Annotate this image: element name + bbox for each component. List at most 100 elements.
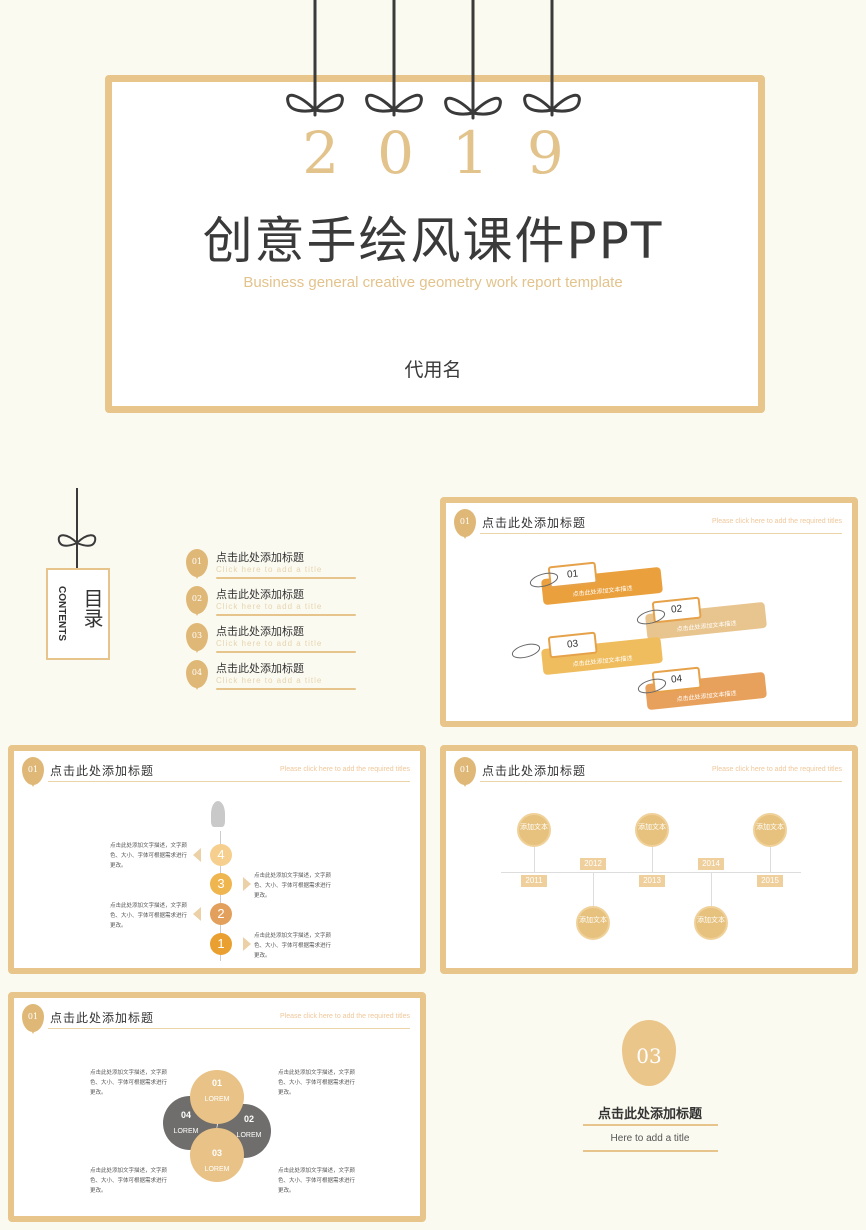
cover-year: 2019 bbox=[302, 119, 602, 187]
toc-title: 点击此处添加标题 bbox=[216, 588, 304, 601]
venn-desc: 点击此处添加文字描述，文字颜色、大小、字体可根据需求进行更改。 bbox=[278, 1168, 356, 1194]
toc-title: 点击此处添加标题 bbox=[216, 662, 304, 675]
divider bbox=[216, 688, 356, 690]
arrow-left-icon bbox=[193, 907, 201, 921]
arrow-right-icon bbox=[243, 877, 251, 891]
divider bbox=[48, 1028, 410, 1029]
venn-desc: 点击此处添加文字描述，文字颜色、大小、字体可根据需求进行更改。 bbox=[90, 1070, 168, 1096]
toc-en: Click here to add a title bbox=[216, 639, 323, 648]
arrow-right-icon bbox=[243, 937, 251, 951]
venn-number: 04 bbox=[180, 1110, 191, 1120]
slide-title-en: Please click here to add the required ti… bbox=[280, 766, 410, 773]
year-label: 2015 bbox=[757, 875, 783, 887]
step-desc: 点击此处添加文字描述，文字颜色、大小、字体可根据需求进行更改。 bbox=[254, 873, 332, 899]
divider bbox=[583, 1150, 718, 1152]
step-desc: 点击此处添加文字描述，文字颜色、大小、字体可根据需求进行更改。 bbox=[254, 933, 332, 959]
venn-number: 01 bbox=[211, 1078, 222, 1088]
year-label: 2012 bbox=[580, 858, 606, 870]
divider bbox=[216, 577, 356, 579]
toc-en: Click here to add a title bbox=[216, 565, 323, 574]
balloon-icon: 04 bbox=[186, 660, 208, 690]
slide-header: 01 点击此处添加标题 Please click here to add the r… bbox=[14, 998, 420, 1034]
balloon-icon: 01 bbox=[22, 757, 44, 787]
venn-label: LOREM bbox=[204, 1096, 230, 1103]
timeline-circle: 添加文本 bbox=[635, 813, 669, 847]
venn-label: LOREM bbox=[204, 1166, 230, 1173]
year-label: 2013 bbox=[639, 875, 665, 887]
toc-title: 点击此处添加标题 bbox=[216, 551, 304, 564]
toc-en: Click here to add a title bbox=[216, 676, 323, 685]
balloon-icon: 03 bbox=[186, 623, 208, 653]
tag-string-icon bbox=[57, 488, 97, 568]
connector bbox=[770, 846, 771, 872]
timeline-circle: 添加文本 bbox=[694, 906, 728, 940]
toc-title: 点击此处添加标题 bbox=[216, 625, 304, 638]
section-subtitle: Here to add a title bbox=[610, 1133, 690, 1144]
arrow-left-icon bbox=[193, 848, 201, 862]
timeline-circle: 添加文本 bbox=[517, 813, 551, 847]
slide-title-en: Please click here to add the required ti… bbox=[280, 1013, 410, 1020]
balloon-icon: 02 bbox=[186, 586, 208, 616]
paperclip-icons bbox=[511, 572, 667, 694]
venn-label: LOREM bbox=[173, 1128, 199, 1135]
slide-title: 点击此处添加标题 bbox=[50, 764, 155, 778]
contents-tag: 目录 CONTENTS bbox=[46, 568, 110, 660]
hanging-strings-icon bbox=[286, 0, 581, 120]
divider bbox=[480, 781, 842, 782]
divider bbox=[48, 781, 410, 782]
timeline-axis bbox=[501, 872, 801, 873]
balloon-icon: 01 bbox=[454, 509, 476, 539]
slide-title-en: Please click here to add the required ti… bbox=[712, 766, 842, 773]
divider bbox=[216, 651, 356, 653]
divider bbox=[583, 1124, 718, 1126]
step-2: 2 bbox=[210, 903, 232, 925]
connector bbox=[652, 846, 653, 872]
step-desc: 点击此处添加文字描述，文字颜色、大小、字体可根据需求进行更改。 bbox=[110, 843, 188, 869]
contents-tag-en: CONTENTS bbox=[56, 586, 67, 641]
slide-title: 点击此处添加标题 bbox=[482, 764, 587, 778]
venn-desc: 点击此处添加文字描述，文字颜色、大小、字体可根据需求进行更改。 bbox=[90, 1168, 168, 1194]
divider bbox=[480, 533, 842, 534]
cover-author: 代用名 bbox=[404, 359, 462, 381]
venn-label: LOREM bbox=[236, 1132, 262, 1139]
slide-title-en: Please click here to add the required ti… bbox=[712, 518, 842, 525]
divider bbox=[216, 614, 356, 616]
toc-en: Click here to add a title bbox=[216, 602, 323, 611]
year-label: 2014 bbox=[698, 858, 724, 870]
step-desc: 点击此处添加文字描述，文字颜色、大小、字体可根据需求进行更改。 bbox=[110, 903, 188, 929]
slide-title: 点击此处添加标题 bbox=[482, 516, 587, 530]
rocket-icon bbox=[211, 801, 225, 827]
slide-venn[interactable]: 01 点击此处添加标题 Please click here to add the r… bbox=[8, 992, 426, 1222]
timeline-circle: 添加文本 bbox=[576, 906, 610, 940]
contents-tag-zh: 目录 bbox=[80, 588, 104, 628]
balloon-icon: 01 bbox=[186, 549, 208, 579]
step-1: 1 bbox=[210, 933, 232, 955]
slide-steps[interactable]: 01 点击此处添加标题 Please click here to add the r… bbox=[8, 745, 426, 974]
cover-slide bbox=[105, 75, 765, 413]
connector bbox=[593, 872, 594, 906]
section-balloon: 03 bbox=[622, 1020, 676, 1086]
cover-subtitle: Business general creative geometry work … bbox=[243, 274, 623, 291]
slide-header: 01 点击此处添加标题 Please click here to add the r… bbox=[14, 751, 420, 787]
slide-tags[interactable]: 01 点击此处添加标题 Please click here to add the r… bbox=[440, 497, 858, 727]
year-label: 2011 bbox=[521, 875, 547, 887]
step-3: 3 bbox=[210, 873, 232, 895]
timeline-circle: 添加文本 bbox=[753, 813, 787, 847]
step-4: 4 bbox=[210, 844, 232, 866]
section-title: 点击此处添加标题 bbox=[597, 1107, 702, 1122]
venn-number: 03 bbox=[211, 1148, 222, 1158]
balloon-icon: 01 bbox=[22, 1004, 44, 1034]
connector bbox=[711, 872, 712, 906]
cover-title: 创意手绘风课件PPT bbox=[202, 212, 664, 270]
section-number: 03 bbox=[636, 1044, 662, 1068]
connector bbox=[534, 846, 535, 872]
slide-title: 点击此处添加标题 bbox=[50, 1011, 155, 1025]
